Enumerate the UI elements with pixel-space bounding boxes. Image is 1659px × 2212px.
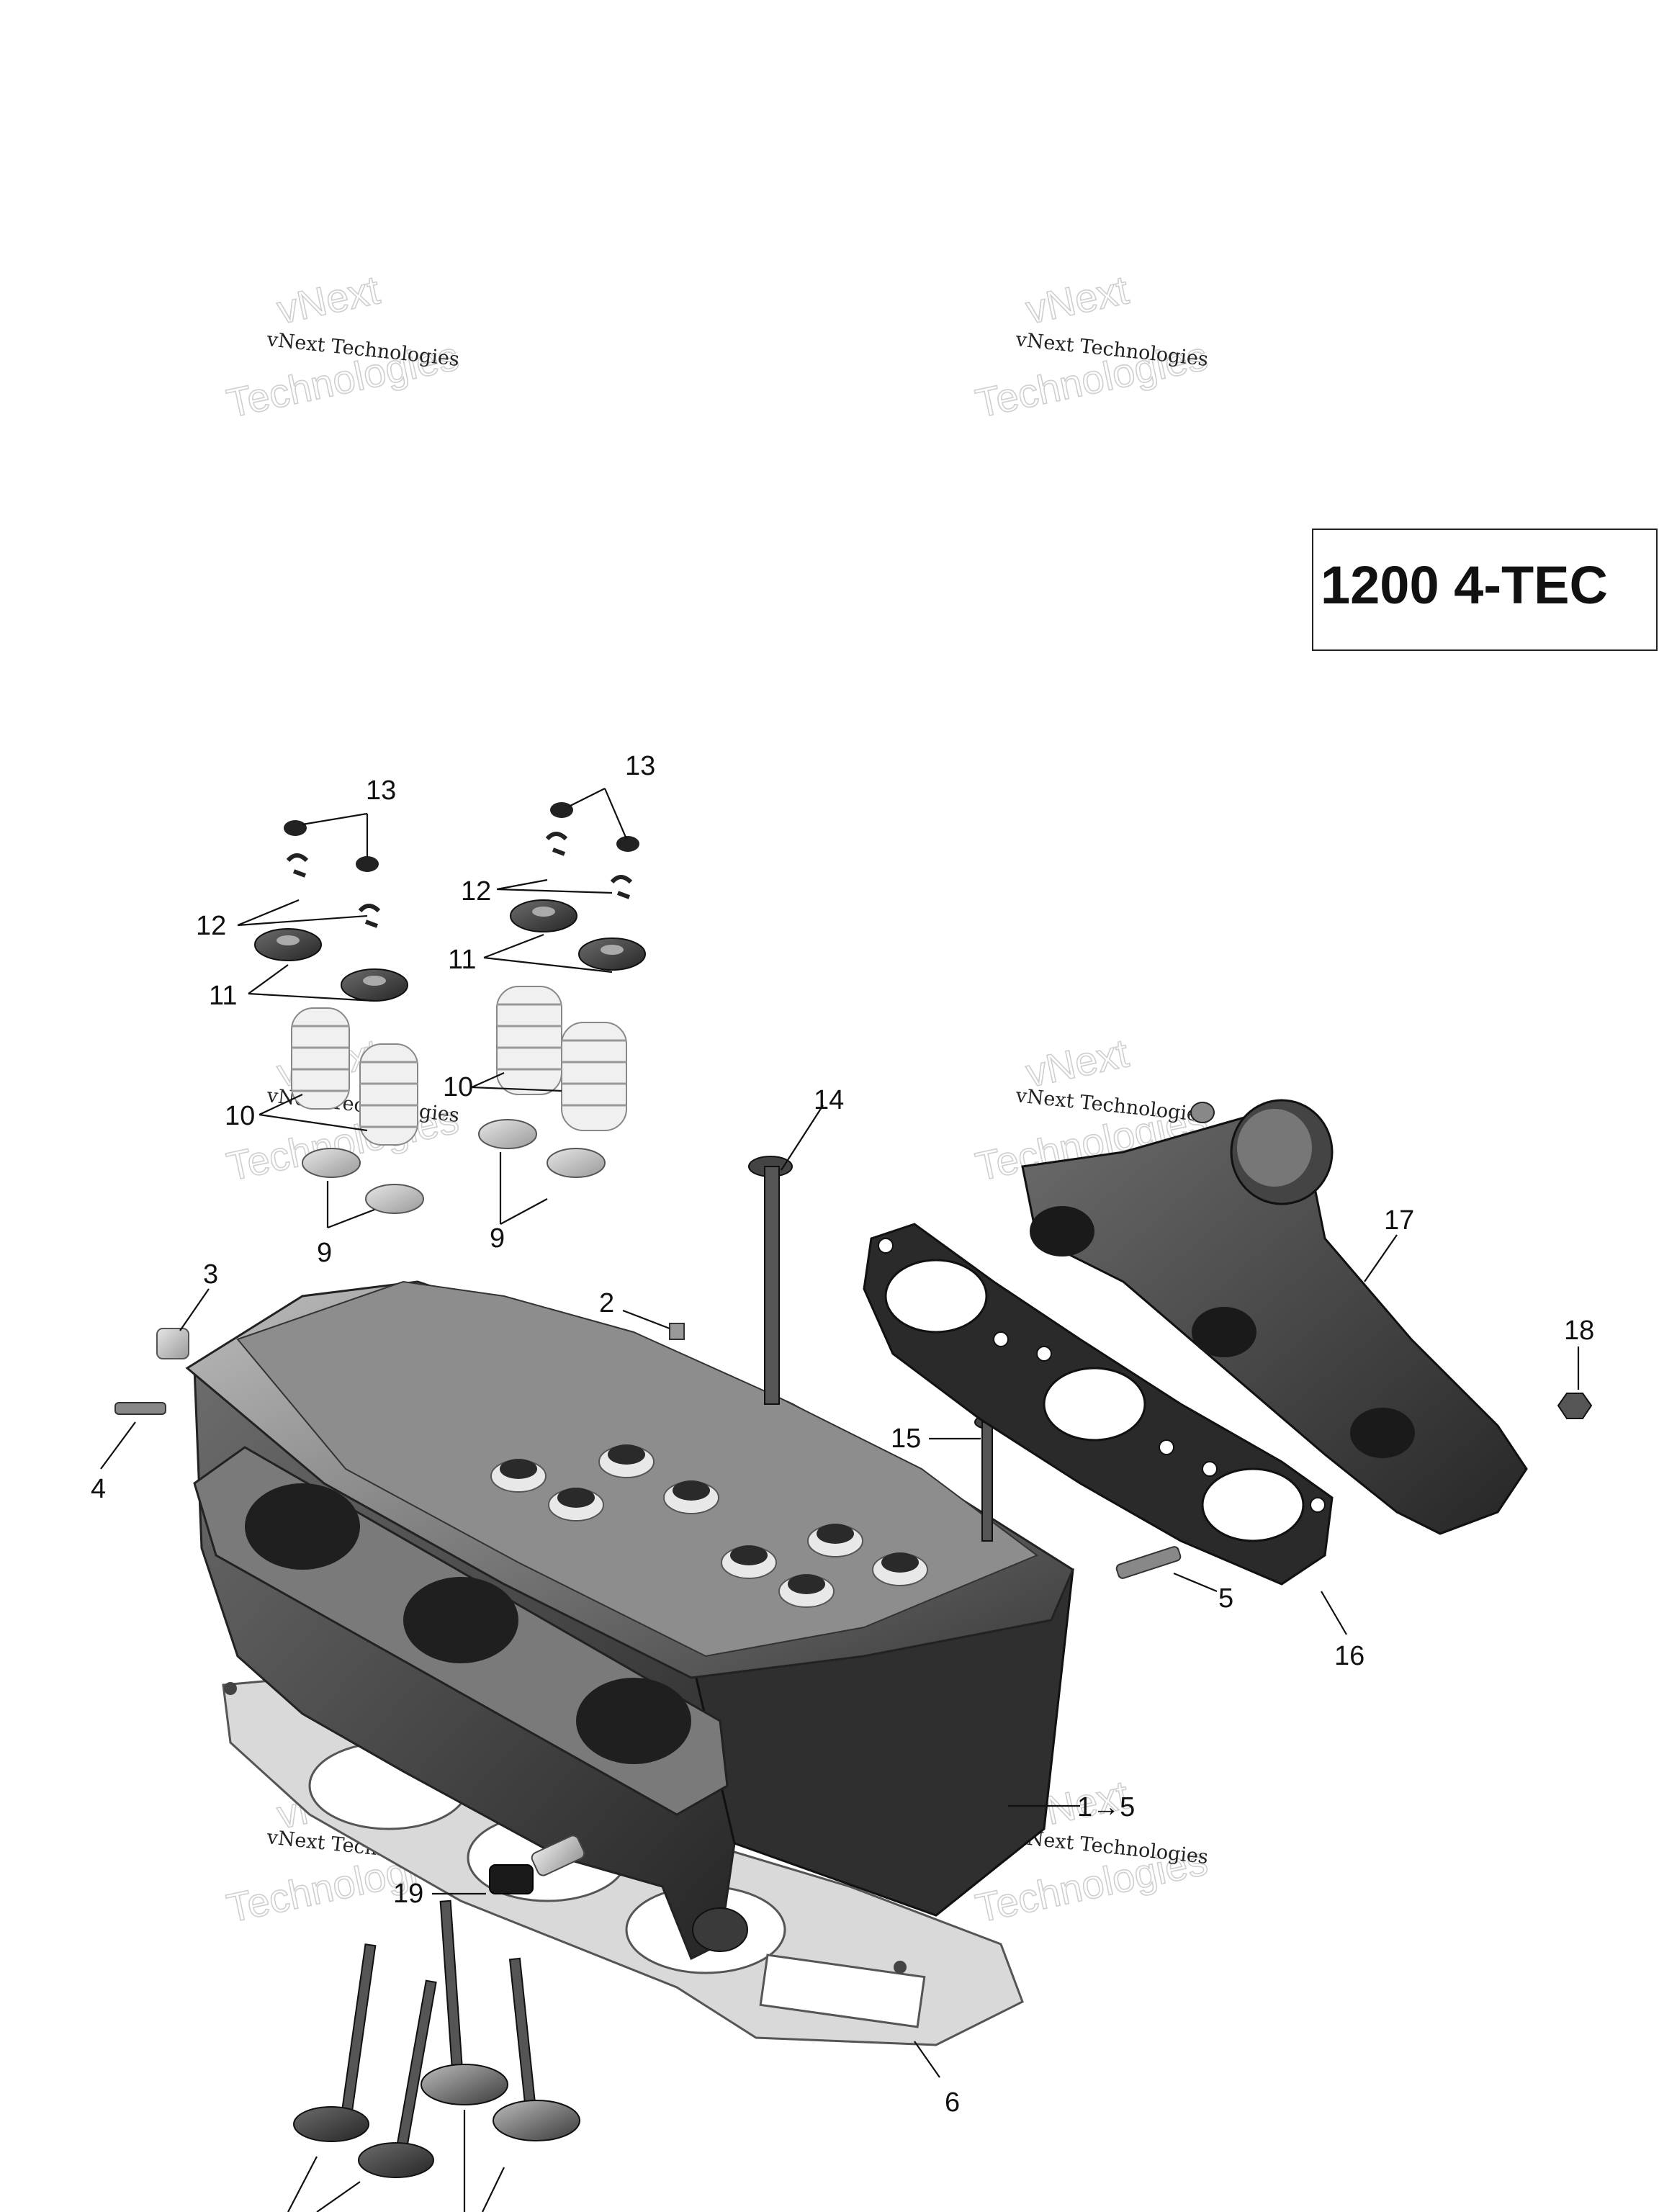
callout-13-right: 13: [625, 751, 655, 781]
watermark-top-left: vNext Technologies vNext Technologies: [222, 266, 463, 426]
callout-9-left: 9: [317, 1238, 332, 1268]
dowel-part-2: [669, 1323, 685, 1340]
model-label-box: [1312, 529, 1658, 651]
callout-9-right: 9: [490, 1223, 505, 1254]
leader-bottom-d: [482, 2167, 505, 2212]
callout-5: 5: [1218, 1583, 1233, 1614]
leader-12a-2: [237, 914, 368, 927]
callout-3: 3: [203, 1259, 218, 1290]
callout-14: 14: [814, 1085, 844, 1115]
leader-12b-2: [496, 888, 613, 894]
leader-12b-1: [496, 878, 548, 891]
leader-lines: [100, 788, 1580, 2212]
valve-train-right: [478, 802, 646, 1178]
leader-9b-2: [500, 1198, 548, 1225]
callout-1-to-5: 1→5: [1077, 1792, 1135, 1822]
callout-16: 16: [1334, 1641, 1364, 1671]
watermark-text-big-1: vNext: [1022, 1030, 1133, 1095]
leader-9a-2: [327, 1208, 375, 1229]
leader-bottom-a: [287, 2156, 318, 2212]
leader-4: [100, 1421, 136, 1470]
leader-16: [1321, 1591, 1347, 1635]
callout-13-left: 13: [366, 775, 396, 806]
leader-12a-1: [237, 899, 300, 927]
exhaust-gasket: [863, 1223, 1334, 1586]
leader-13b-1: [568, 788, 606, 807]
leader-17: [1364, 1234, 1398, 1282]
callout-12-left: 12: [196, 911, 226, 941]
leader-5: [1173, 1572, 1218, 1593]
callout-11-left: 11: [209, 981, 237, 1011]
exhaust-manifold: [1021, 1099, 1528, 1535]
callout-19: 19: [393, 1879, 423, 1909]
callout-2: 2: [599, 1288, 614, 1318]
callouts: 13 13 12 12 11 11 10 10 9 9 3 2 4 14 15 …: [91, 751, 1594, 2118]
watermark-top-right: vNext Technologies vNext Technologies: [971, 266, 1212, 426]
model-label: 1200 4-TEC: [1321, 555, 1608, 615]
leader-10b-1: [471, 1071, 505, 1089]
leader-10a-1: [258, 1094, 303, 1115]
watermark-text-big-1: vNext: [273, 266, 384, 332]
leader-2: [622, 1309, 670, 1330]
callout-17: 17: [1384, 1205, 1414, 1236]
leader-11b-1: [483, 933, 544, 959]
callout-15: 15: [891, 1424, 921, 1454]
callout-10-right: 10: [443, 1072, 473, 1102]
plug-part-3: [156, 1328, 189, 1359]
leader-bottom-b: [316, 2181, 361, 2212]
callout-11-right: 11: [448, 945, 476, 975]
leader-3: [179, 1288, 210, 1331]
callout-18: 18: [1564, 1316, 1594, 1346]
leader-14: [781, 1105, 824, 1171]
leader-11a-2: [248, 992, 375, 1002]
stud-part-5: [1115, 1546, 1182, 1579]
leader-13b-2: [603, 788, 628, 840]
leader-11b-2: [483, 956, 613, 974]
callout-10-left: 10: [225, 1101, 255, 1131]
leader-10a-2: [258, 1113, 368, 1132]
watermark-text-big-1: vNext: [1022, 266, 1133, 332]
cylinder-head: [185, 1280, 1074, 1961]
nut-part-18: [1557, 1393, 1593, 1419]
temperature-sensor-19: [489, 1835, 585, 1894]
leader-6: [914, 2041, 940, 2078]
valve-train-left: [254, 820, 424, 1214]
callout-4: 4: [91, 1474, 106, 1504]
screw-part-4: [114, 1402, 166, 1415]
callout-12-right: 12: [461, 876, 491, 907]
callout-6: 6: [945, 2087, 960, 2118]
leader-11a-1: [248, 964, 289, 994]
valves: [293, 1899, 580, 2178]
leader-10b-2: [471, 1086, 562, 1092]
leader-13a-1: [302, 812, 368, 826]
long-bolt-14: [748, 1156, 793, 1405]
